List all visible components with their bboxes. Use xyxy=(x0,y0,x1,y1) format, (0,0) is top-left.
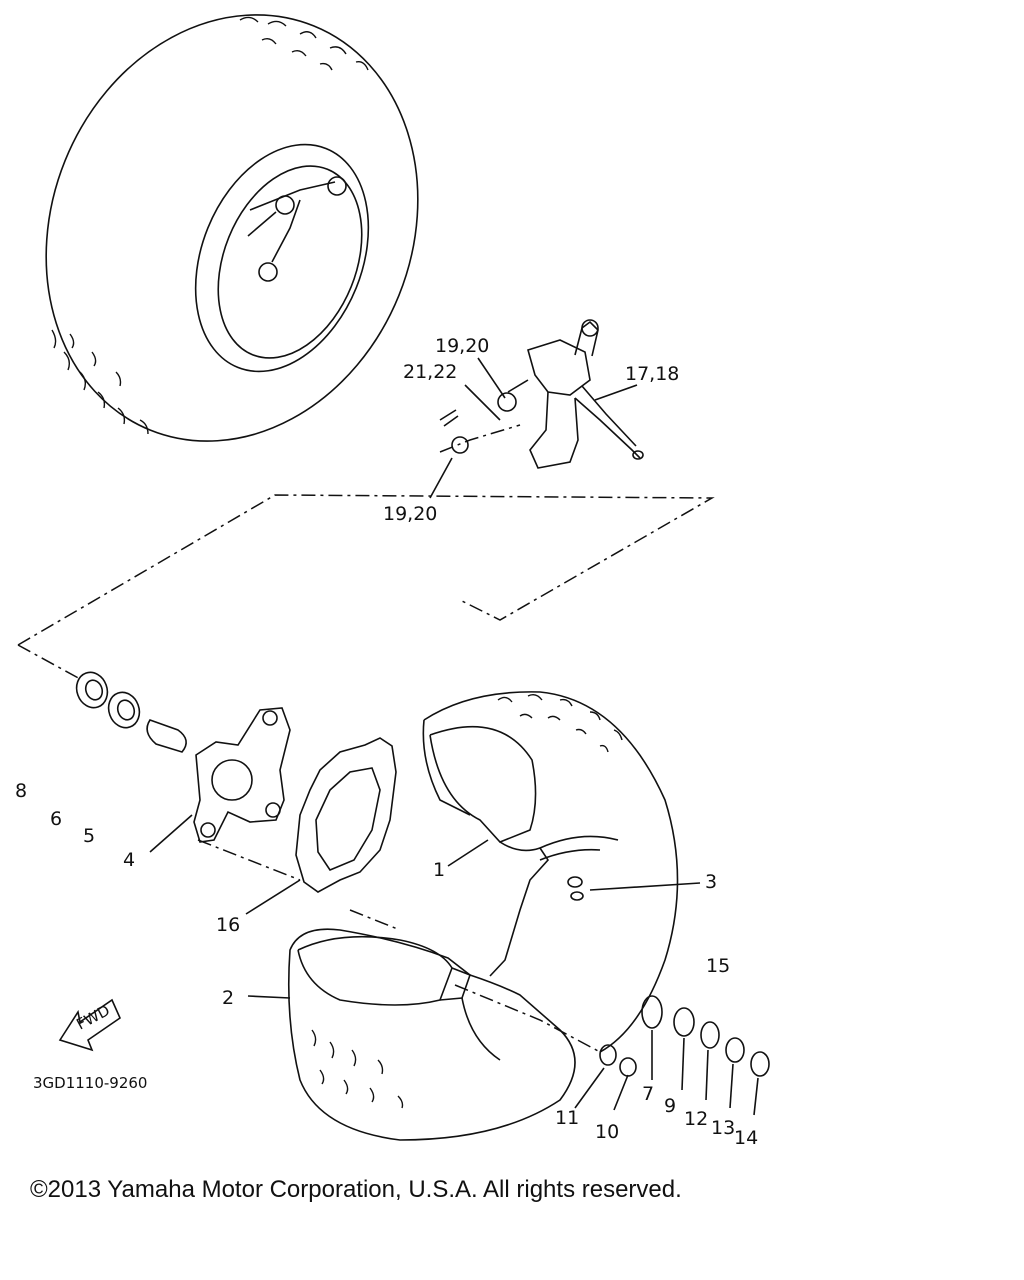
callout-19-20-bottom: 19,20 xyxy=(383,503,437,525)
wheel-rim xyxy=(295,737,397,893)
bearings-spacer xyxy=(75,671,187,753)
callout-6: 6 xyxy=(50,808,62,830)
callout-7: 7 xyxy=(642,1083,654,1105)
assembled-wheel xyxy=(45,14,419,442)
copyright-notice: ©2013 Yamaha Motor Corporation, U.S.A. A… xyxy=(30,1176,682,1203)
callout-11: 11 xyxy=(555,1107,579,1129)
fwd-label: FWD xyxy=(73,1001,112,1033)
nuts-washers xyxy=(599,995,770,1077)
callout-3: 3 xyxy=(705,871,717,893)
callout-19-20-top: 19,20 xyxy=(435,335,489,357)
callout-14: 14 xyxy=(734,1127,758,1149)
callout-17-18: 17,18 xyxy=(625,363,679,385)
callout-21-22: 21,22 xyxy=(403,361,457,383)
callout-16: 16 xyxy=(216,914,240,936)
callout-9: 9 xyxy=(664,1095,676,1117)
valve xyxy=(567,876,584,901)
callout-4: 4 xyxy=(123,849,135,871)
callout-5: 5 xyxy=(83,825,95,847)
callout-15: 15 xyxy=(706,955,730,977)
fwd-arrow: FWD xyxy=(58,998,122,1052)
part-code: 3GD1110-9260 xyxy=(33,1074,147,1092)
callout-13: 13 xyxy=(711,1117,735,1139)
callout-10: 10 xyxy=(595,1121,619,1143)
callout-12: 12 xyxy=(684,1108,708,1130)
callout-8: 8 xyxy=(15,780,27,802)
tire-lower xyxy=(287,928,576,1141)
callout-1: 1 xyxy=(433,859,445,881)
tire-upper xyxy=(422,691,679,1053)
steering-knuckle xyxy=(439,319,644,469)
wheel-hub xyxy=(193,707,291,843)
callout-2: 2 xyxy=(222,987,234,1009)
